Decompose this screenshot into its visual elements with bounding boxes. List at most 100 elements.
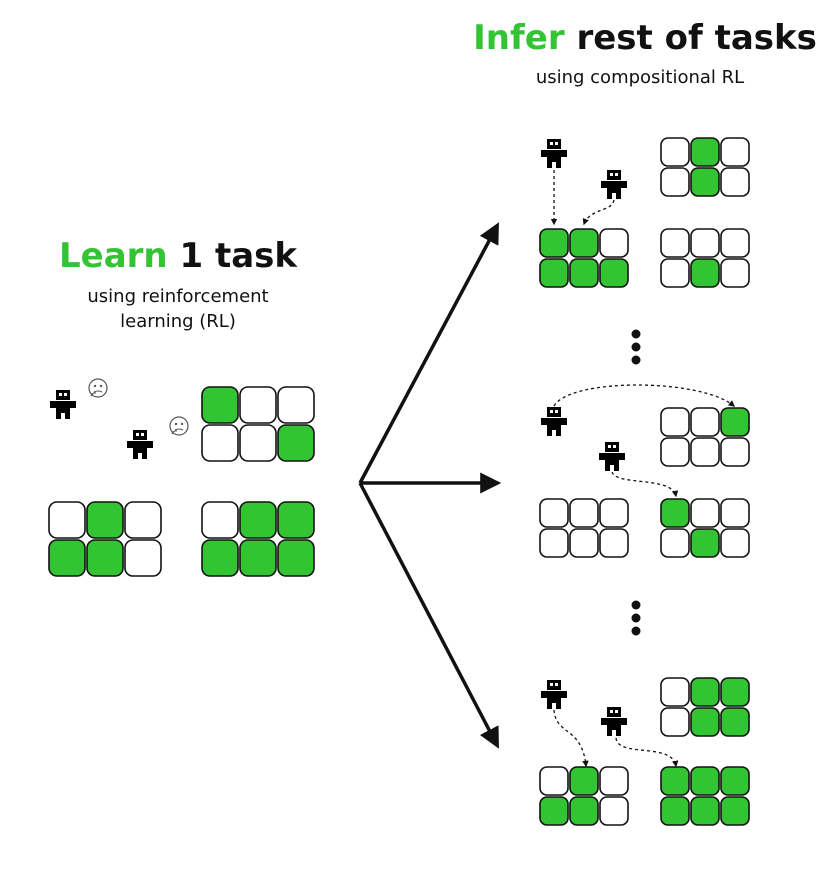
tile-filled — [720, 796, 750, 826]
tile-empty — [599, 528, 629, 558]
tile-filled — [690, 796, 720, 826]
infer-title-accent: Infer — [473, 18, 565, 58]
tile-filled — [277, 539, 315, 577]
tile-empty — [660, 137, 690, 167]
learn-subtitle-line1: using reinforcement — [87, 286, 269, 307]
tile-empty — [239, 424, 277, 462]
tile-filled — [539, 796, 569, 826]
task-grid-infer3-bottom-left — [539, 766, 629, 826]
task-grid-infer1-bottom-left — [539, 228, 629, 288]
tile-filled — [690, 677, 720, 707]
tile-filled — [201, 386, 239, 424]
tile-filled — [660, 796, 690, 826]
tile-filled — [690, 528, 720, 558]
tile-empty — [201, 424, 239, 462]
thinking-face-icon — [169, 416, 189, 436]
tile-empty — [660, 528, 690, 558]
learn-title: Learn 1 task — [58, 236, 298, 276]
path-arrow — [615, 737, 679, 768]
tile-filled — [569, 258, 599, 288]
path-arrow — [553, 709, 589, 768]
arrow-icon — [358, 222, 499, 484]
learn-title-accent: Learn — [58, 236, 168, 276]
tile-empty — [720, 498, 750, 528]
robot-icon — [50, 390, 76, 419]
tile-filled — [690, 707, 720, 737]
tile-filled — [539, 228, 569, 258]
robot-icon — [541, 139, 567, 168]
tile-filled — [277, 501, 315, 539]
tile-filled — [720, 677, 750, 707]
tile-empty — [720, 137, 750, 167]
tile-filled — [599, 258, 629, 288]
ellipsis-dots-icon — [631, 600, 641, 636]
robot-icon — [601, 707, 627, 736]
tile-filled — [569, 228, 599, 258]
tile-empty — [690, 437, 720, 467]
tile-empty — [660, 707, 690, 737]
tile-empty — [569, 498, 599, 528]
robot-icon — [601, 170, 627, 199]
grid-layer — [48, 137, 750, 826]
thinking-face-icon — [88, 378, 108, 398]
learn-title-rest: 1 task — [167, 236, 298, 276]
task-grid-infer2-bottom-left — [539, 498, 629, 558]
path-arrow — [553, 384, 736, 407]
tile-empty — [569, 528, 599, 558]
tile-empty — [539, 766, 569, 796]
tile-filled — [539, 258, 569, 288]
tile-empty — [239, 386, 277, 424]
tile-empty — [201, 501, 239, 539]
tile-empty — [660, 228, 690, 258]
tile-empty — [690, 498, 720, 528]
task-grid-infer2-top-right — [660, 407, 750, 467]
tile-empty — [660, 167, 690, 197]
tile-empty — [599, 228, 629, 258]
task-grid-infer3-bottom-right — [660, 766, 750, 826]
tile-filled — [86, 501, 124, 539]
tile-empty — [124, 501, 162, 539]
task-grid-learn-bottom-left — [48, 501, 162, 577]
ellipsis-dots-icon — [631, 329, 641, 365]
tile-filled — [277, 424, 315, 462]
tile-empty — [48, 501, 86, 539]
task-grid-infer1-top-right — [660, 137, 750, 197]
tile-empty — [720, 258, 750, 288]
tile-filled — [86, 539, 124, 577]
tile-filled — [48, 539, 86, 577]
tile-empty — [599, 766, 629, 796]
tile-empty — [720, 167, 750, 197]
tile-empty — [720, 528, 750, 558]
tile-filled — [690, 766, 720, 796]
tile-filled — [720, 407, 750, 437]
tile-empty — [690, 407, 720, 437]
arrow-icon — [358, 482, 499, 749]
tile-empty — [124, 539, 162, 577]
tile-empty — [720, 228, 750, 258]
infer-subtitle: using compositional RL — [535, 67, 745, 88]
tile-empty — [599, 498, 629, 528]
robot-icon — [541, 407, 567, 436]
tile-filled — [239, 501, 277, 539]
task-grid-infer2-bottom-right — [660, 498, 750, 558]
tile-empty — [660, 258, 690, 288]
tile-filled — [690, 137, 720, 167]
tile-filled — [569, 796, 599, 826]
infer-title-rest: rest of tasks — [564, 18, 817, 58]
tile-filled — [660, 498, 690, 528]
branch-arrows — [358, 222, 502, 749]
tile-empty — [599, 796, 629, 826]
tile-empty — [660, 677, 690, 707]
task-grid-learn-bottom-right — [201, 501, 315, 577]
tile-empty — [539, 498, 569, 528]
path-arrow — [611, 471, 679, 498]
task-grid-infer3-top-right — [660, 677, 750, 737]
tile-empty — [539, 528, 569, 558]
tile-filled — [720, 707, 750, 737]
task-grid-infer1-bottom-right — [660, 228, 750, 288]
task-grid-learn-top — [201, 386, 315, 462]
tile-filled — [201, 539, 239, 577]
robot-icon — [541, 680, 567, 709]
tile-empty — [660, 407, 690, 437]
